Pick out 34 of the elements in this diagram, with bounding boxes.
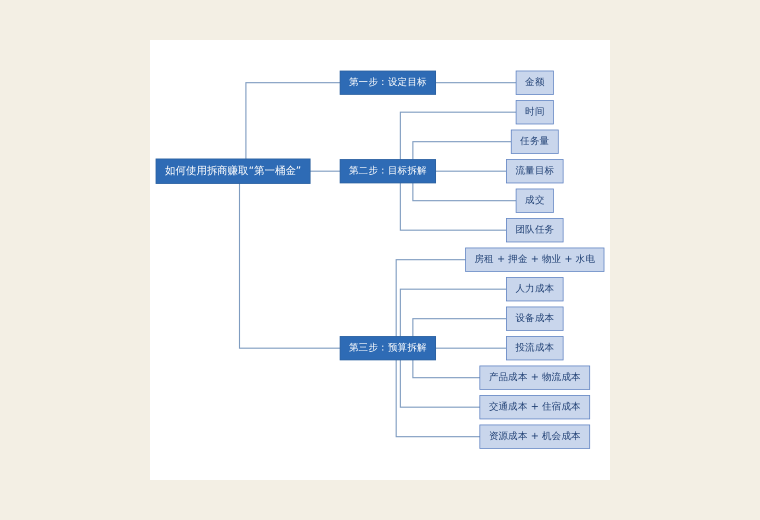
node-box [479, 366, 590, 390]
connector [435, 348, 506, 350]
connector [412, 183, 516, 202]
connector [400, 360, 480, 408]
node-box [516, 188, 554, 214]
node-box [516, 100, 554, 125]
connector [400, 183, 506, 232]
node-box [340, 159, 436, 184]
connector [412, 318, 506, 337]
connector [435, 170, 506, 172]
connector [396, 360, 480, 438]
connector [412, 141, 512, 160]
node-box [479, 395, 590, 420]
connector [396, 259, 466, 337]
node-box [506, 336, 564, 361]
node-box [516, 70, 554, 96]
card-background: 如何使用拆商赚取“第一桶金” 第一步：设定目标 金额 第二步：目标拆解 时间 任务量 流量目标 成交 团队任务 第三步：预算拆解 房租 + 押金 + 物业 + 水电 人力成本 设备成本 投流成本 产品成本 + 物流成本 交通成本 + 住宿成本 资源成本 + 机会成本 [150, 40, 610, 480]
node-box [479, 424, 590, 450]
node-box [156, 158, 311, 184]
connector [238, 184, 340, 350]
node-box [506, 159, 564, 184]
connector [412, 360, 480, 379]
node-box [465, 248, 604, 272]
connector [310, 170, 340, 172]
connector [245, 82, 340, 160]
connector [400, 112, 516, 160]
node-box [506, 277, 564, 302]
connector [400, 288, 506, 337]
node-box [510, 130, 559, 154]
connector [435, 82, 516, 84]
node-box [506, 218, 564, 243]
node-box [506, 306, 564, 332]
node-box [340, 70, 436, 96]
node-box [340, 336, 436, 361]
